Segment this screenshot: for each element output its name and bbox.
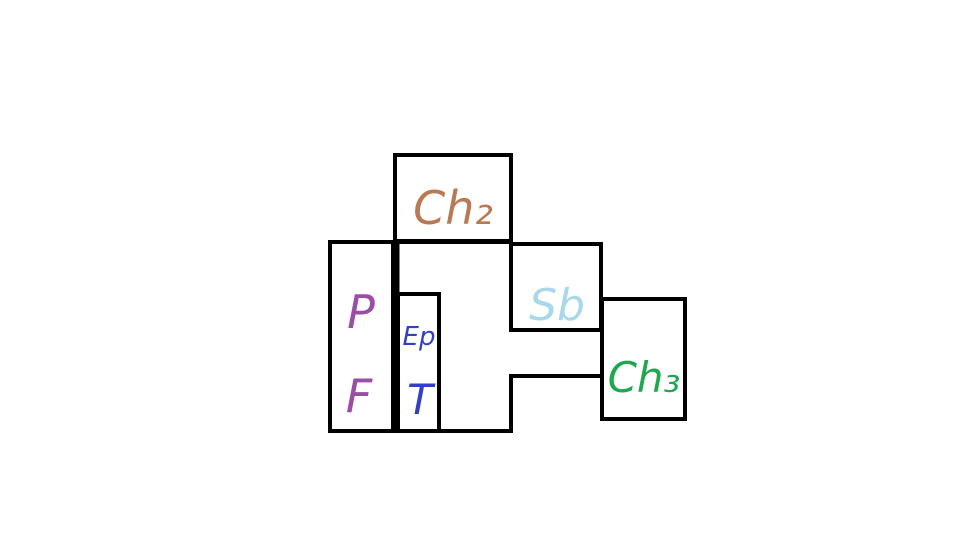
- ep-label: Ep: [403, 322, 436, 352]
- ch3-box: [600, 297, 687, 421]
- t-label: T: [407, 375, 436, 424]
- ch2-label: Ch₂: [413, 181, 493, 235]
- f-label: F: [346, 369, 373, 423]
- p-label: P: [347, 285, 375, 339]
- ch3-label: Ch₃: [608, 353, 681, 402]
- sb-box: [509, 242, 603, 332]
- sb-label: Sb: [529, 280, 585, 331]
